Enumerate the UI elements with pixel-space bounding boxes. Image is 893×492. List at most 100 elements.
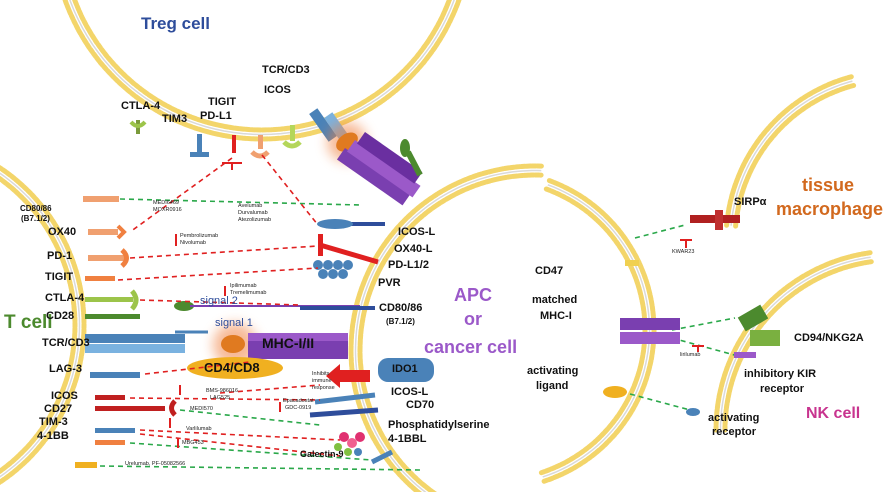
line-medi-activation [119, 198, 361, 206]
apc-top-green-head [400, 139, 410, 157]
apc-left-membrane-leaflet [348, 163, 544, 353]
treg-tim3-bar [190, 152, 209, 157]
treg-tigit-receptor [232, 135, 236, 153]
tcell-bottom-receptor [75, 462, 97, 468]
activating-receptor-label-2: receptor [712, 426, 757, 438]
apc-icosl2-ligand [314, 392, 376, 405]
drug-pembrolizumab: Pembrolizumab [180, 233, 219, 239]
treg-ctla4-head [129, 120, 147, 128]
treg-label-ctla4: CTLA-4 [121, 100, 161, 112]
cd47-molecule [625, 260, 639, 266]
tcell-label-tim3: TIM-3 [39, 416, 68, 428]
cd94-molecule-2 [750, 330, 780, 346]
treg-label-tcrcd3: TCR/CD3 [262, 64, 310, 76]
treg-label-pdl1: PD-L1 [200, 110, 232, 122]
apc-41bbl-ligand [370, 449, 394, 465]
drug-moxr0916: MOXR0916 [153, 207, 182, 213]
tcell-pd1-receptor [88, 255, 124, 261]
treg-pdl1-receptor [258, 135, 263, 149]
apc-left-membrane-leaflet [357, 172, 544, 353]
macrophage-title-1: tissue [802, 175, 855, 195]
treg-membrane-leaflet [72, 0, 452, 133]
apc-ido1-arrowhead [326, 364, 340, 388]
activating-ligand-label-2: ligand [536, 380, 569, 392]
line-41bb-41bbl [129, 442, 373, 461]
line-mhc1-kir2 [671, 337, 739, 357]
tcell-label-lag3: LAG-3 [49, 363, 82, 375]
drug-ipilimumab: Ipilimumab [230, 283, 257, 289]
apc-label-cd70: CD70 [406, 399, 435, 411]
kir-molecule [734, 352, 756, 358]
activating-ligand-molecule [603, 386, 627, 398]
apc-label-cd80: CD80/86 [379, 302, 423, 314]
interaction-lines [99, 154, 739, 471]
inhibitory-kir-label-1: inhibitory KIR [744, 368, 817, 380]
treg-label-tim3: TIM3 [162, 113, 188, 125]
line-apc-mac [634, 224, 686, 239]
tcell-label-ctla4: CTLA-4 [45, 292, 85, 304]
nk-cell-title: NK cell [806, 405, 861, 422]
treg-label-tigit: TIGIT [208, 96, 237, 108]
tcell-ctla4-receptor [85, 297, 133, 302]
apc-label-pdl12: PD-L1/2 [388, 259, 429, 271]
drug-lirilumab: lirilumab [680, 352, 701, 358]
treg-cell-title: Treg cell [141, 14, 210, 33]
mhc1-label-2: MHC-I [540, 310, 572, 322]
apc-label-b7: (B7.1/2) [386, 317, 415, 326]
tcell-tigit-receptor [85, 276, 115, 281]
treg-label-icos: ICOS [264, 84, 291, 96]
inhibits-label-1: Inhibits [312, 371, 330, 377]
signal2-ligand [174, 301, 194, 311]
line-tim3-ps [139, 429, 341, 441]
tcell-membrane-leaflet [0, 175, 78, 475]
apc-ido1-arrow [340, 370, 370, 382]
treg-mhc-bar-2 [346, 140, 421, 198]
inhibits-label-3: response [312, 385, 335, 391]
tcell-label-b7: (B7.1/2) [21, 214, 50, 223]
cd47-label: CD47 [535, 265, 564, 277]
apc-label-phosphatidylserine: Phosphatidylserine [388, 419, 490, 431]
apc-right-membrane [538, 178, 657, 484]
tcell-tcr-receptor [85, 334, 185, 343]
tcell-cd28-receptor [85, 314, 140, 319]
tcell-label-cd27: CD27 [44, 403, 73, 415]
apc-label-pvr: PVR [378, 277, 401, 289]
treg-membrane-core [69, 0, 455, 136]
line-tim3-gal9 [139, 433, 341, 457]
tcell-membrane-leaflet [0, 164, 87, 486]
drug-tremelimumab: Tremelimumab [230, 290, 267, 296]
drug-mbg453: MBG453 [182, 440, 204, 446]
apc-left-membrane-core [354, 169, 542, 351]
mhc1-label-1: matched [532, 294, 578, 306]
apc-ligands [300, 219, 434, 465]
drug-varlilumab: Varlilumab [186, 426, 212, 432]
treg-mhc-bar-3 [356, 132, 423, 184]
tcell-ox40-receptor [88, 229, 118, 235]
line-activating [629, 393, 691, 411]
apc-title-2: or [464, 309, 482, 329]
sirpa-stem [715, 210, 723, 230]
macrophage-membrane-leaflet [733, 83, 857, 229]
tcell-label-cd80: CD80/86 [20, 204, 52, 213]
tcell-label-41bb: 4-1BB [37, 430, 69, 442]
activating-receptor-label-1: activating [708, 412, 760, 424]
drug-medi570: MEDI570 [190, 406, 213, 412]
treg-tim3-receptor [197, 134, 202, 152]
tcell-cd27-receptor [95, 406, 165, 411]
tcell-membrane-core [0, 172, 81, 478]
apc-title-1: APC [454, 285, 493, 305]
treg-mhc-complex [327, 122, 423, 206]
tcell-label-cd28: CD28 [46, 310, 75, 322]
drug-lag525: LAG525 [210, 395, 231, 401]
line-icos-icosl [129, 397, 321, 401]
drug-gdc0919: GDC-0919 [285, 405, 312, 411]
drug-medi6469: MEDI6469 [153, 200, 179, 206]
mhc1-bar-1 [620, 318, 680, 330]
inhibition-marks [169, 162, 704, 448]
activating-ligand-label-1: activating [527, 365, 579, 377]
mhc-complex-top [248, 333, 348, 341]
macrophage-title-2: macrophage [776, 199, 884, 219]
ido1-label: IDO1 [392, 363, 418, 375]
line-pd1-pdl [129, 245, 319, 259]
